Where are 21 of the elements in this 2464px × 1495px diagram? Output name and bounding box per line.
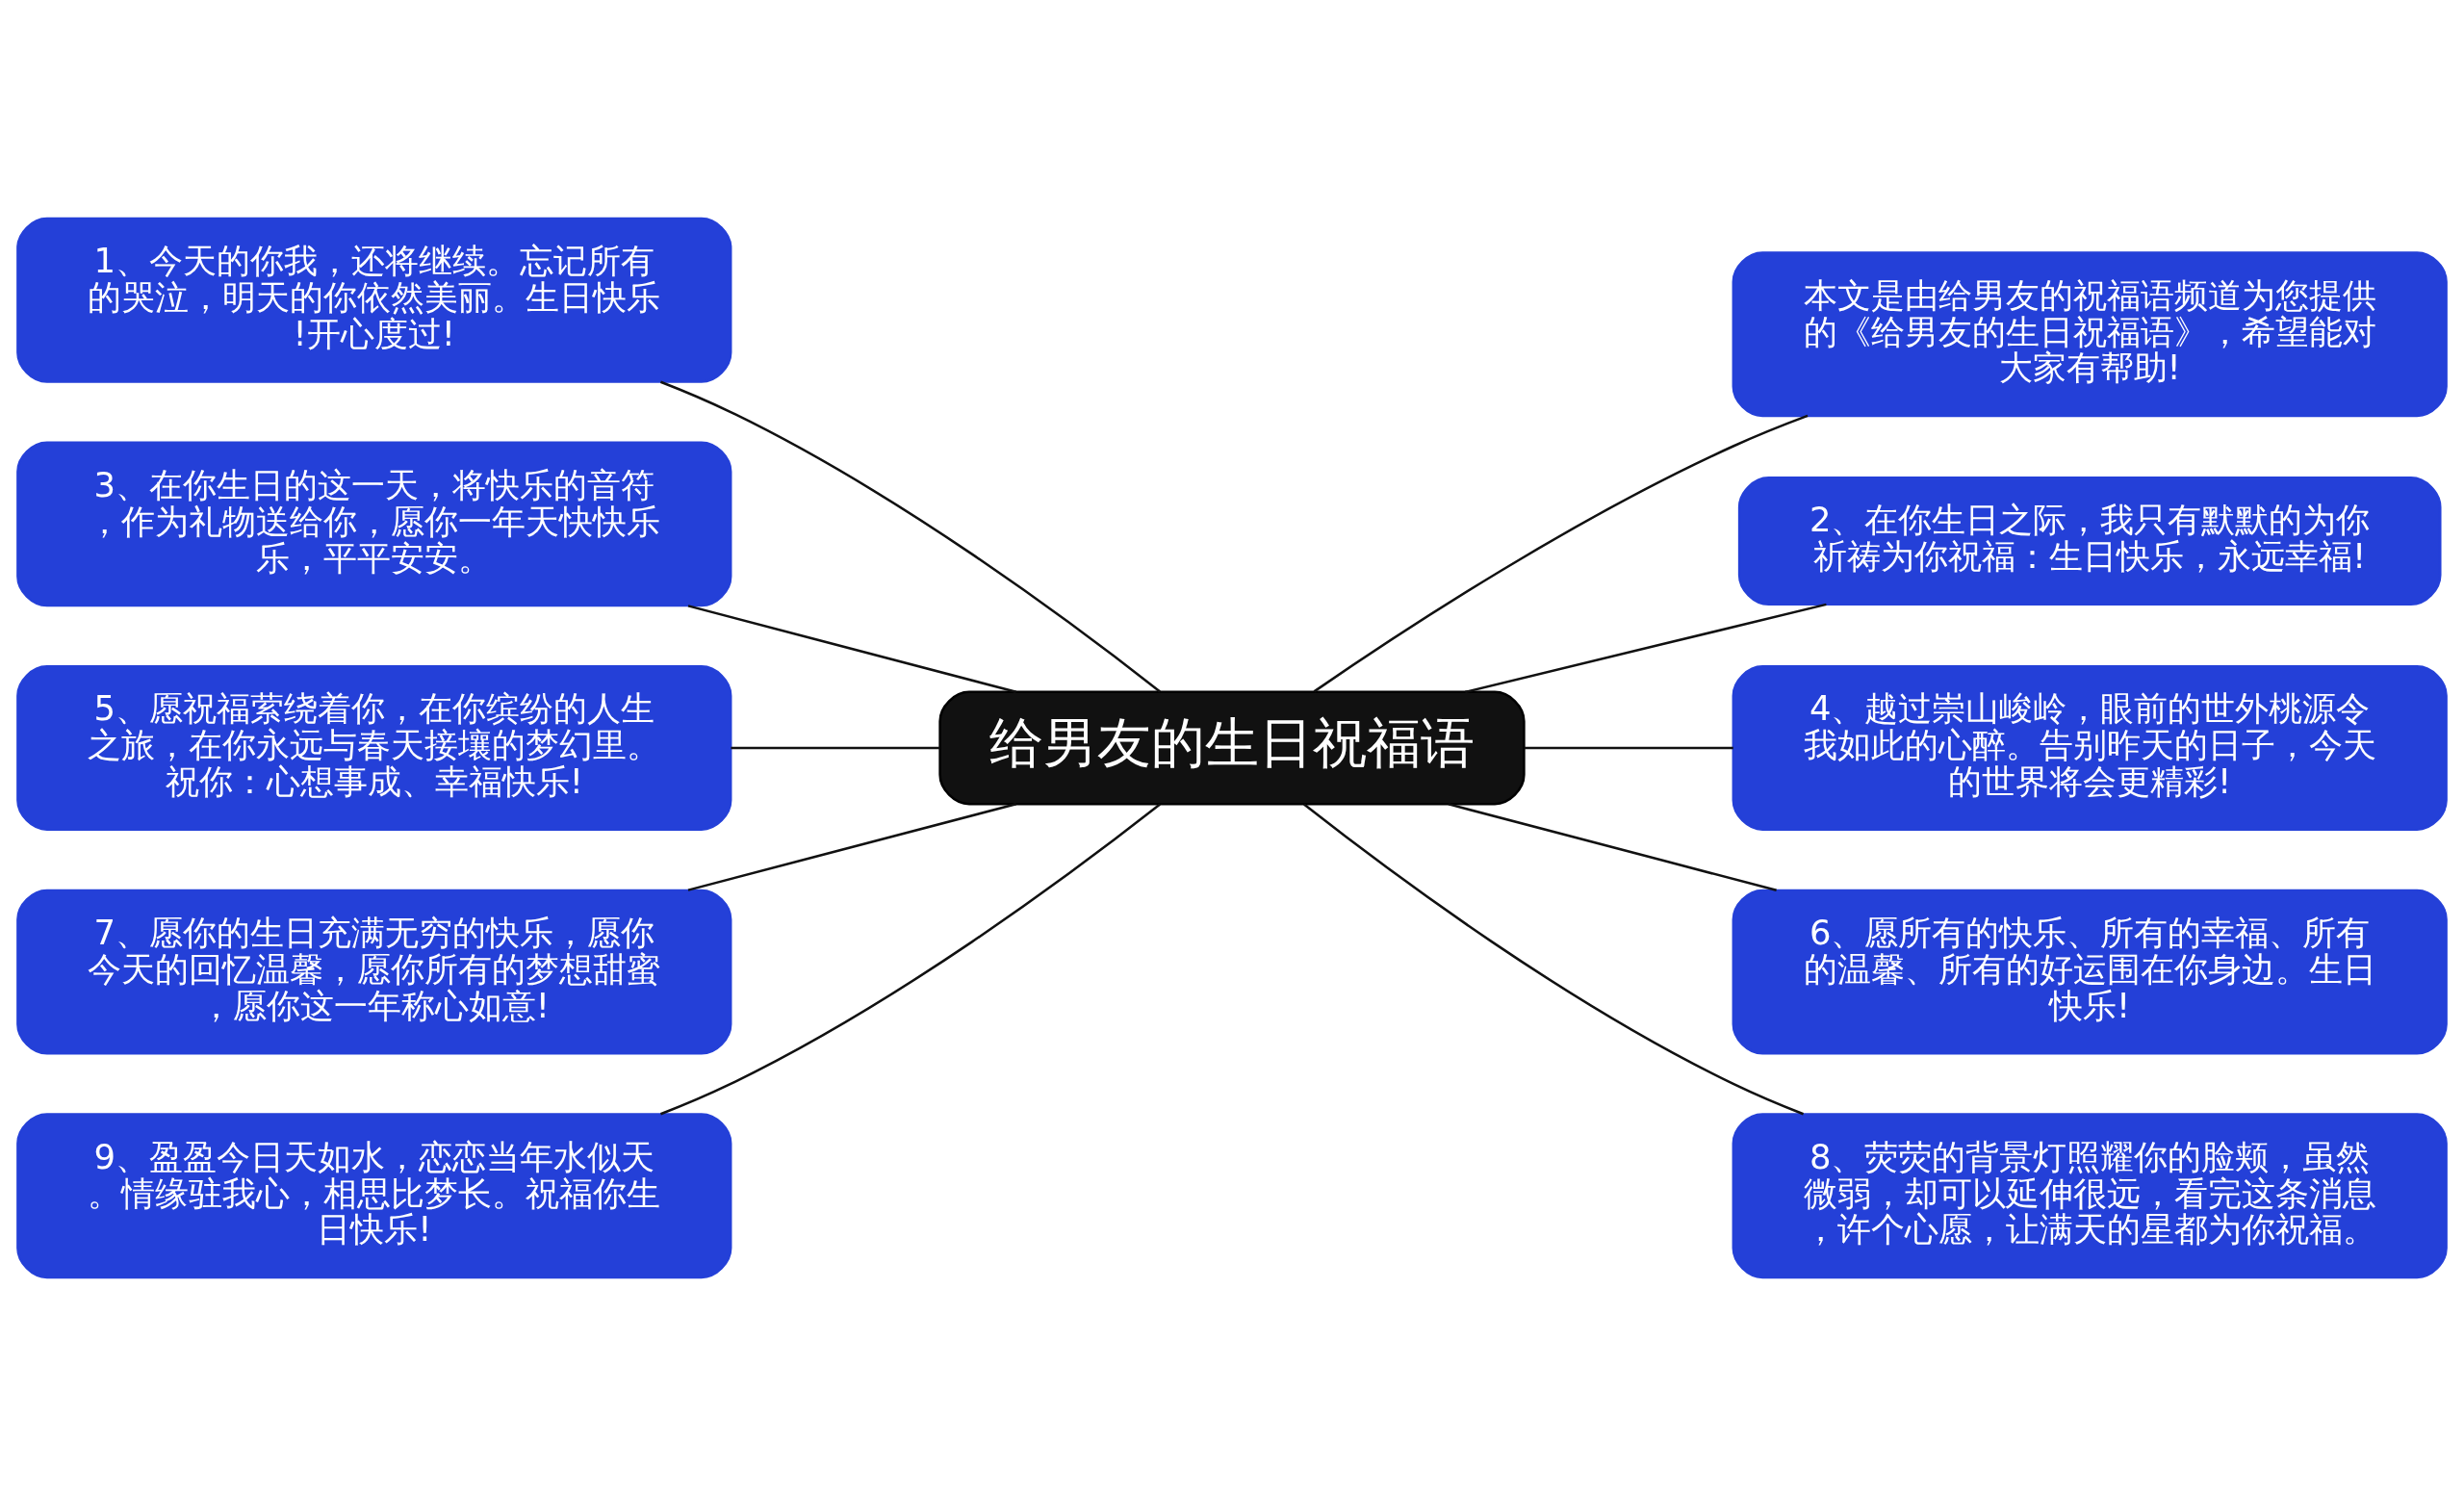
node-box: 给男友的生日祝福语	[938, 690, 1526, 805]
connector	[1303, 803, 1805, 1115]
connector	[687, 802, 1017, 891]
connector	[1465, 603, 1827, 693]
node-box: 8、荧荧的背景灯照耀你的脸颊，虽然微弱，却可以延伸很远，看完这条消息，许个心愿，让满天的星都为你祝福。	[1732, 1112, 2448, 1278]
node-box: 6、愿所有的快乐、所有的幸福、所有的温馨、所有的好运围在你身边。生日快乐!	[1732, 889, 2448, 1055]
connector	[731, 746, 940, 749]
node-box: 本文是由给男友的祝福语频道为您提供的《给男友的生日祝福语》，希望能对大家有帮助!	[1732, 250, 2448, 417]
connector	[659, 803, 1161, 1115]
connector	[1524, 746, 1733, 749]
connector	[687, 604, 1017, 693]
connector	[1313, 414, 1809, 692]
node-box: 4、越过崇山峻岭，眼前的世外桃源令我如此的心醉。告别昨天的日子，今天的世界将会更精彩!	[1732, 664, 2448, 831]
node-box: 3、在你生日的这一天，将快乐的音符，作为礼物送给你，愿你一年天快快乐乐，平平安安。	[16, 440, 732, 606]
node-box: 5、愿祝福萦绕着你，在你缤纷的人生之旅，在你永远与春天接壤的梦幻里。祝你：心想事成、幸福快乐!	[16, 664, 732, 831]
node-box: 1、今天的你我，还将继续。忘记所有的哭泣，明天的你依然美丽。生日快乐!开心度过!	[16, 217, 732, 383]
connector	[1448, 802, 1777, 891]
node-box: 7、愿你的生日充满无穷的快乐，愿你今天的回忆温馨，愿你所有的梦想甜蜜，愿你这一年称心如意!	[16, 889, 732, 1055]
connector	[659, 380, 1161, 692]
node-box: 9、盈盈今日天如水，恋恋当年水似天。情缘驻我心，相思比梦长。祝福你生日快乐!	[16, 1112, 732, 1278]
node-box: 2、在你生日之际，我只有默默的为你祈祷为你祝福：生日快乐，永远幸福!	[1737, 476, 2442, 606]
